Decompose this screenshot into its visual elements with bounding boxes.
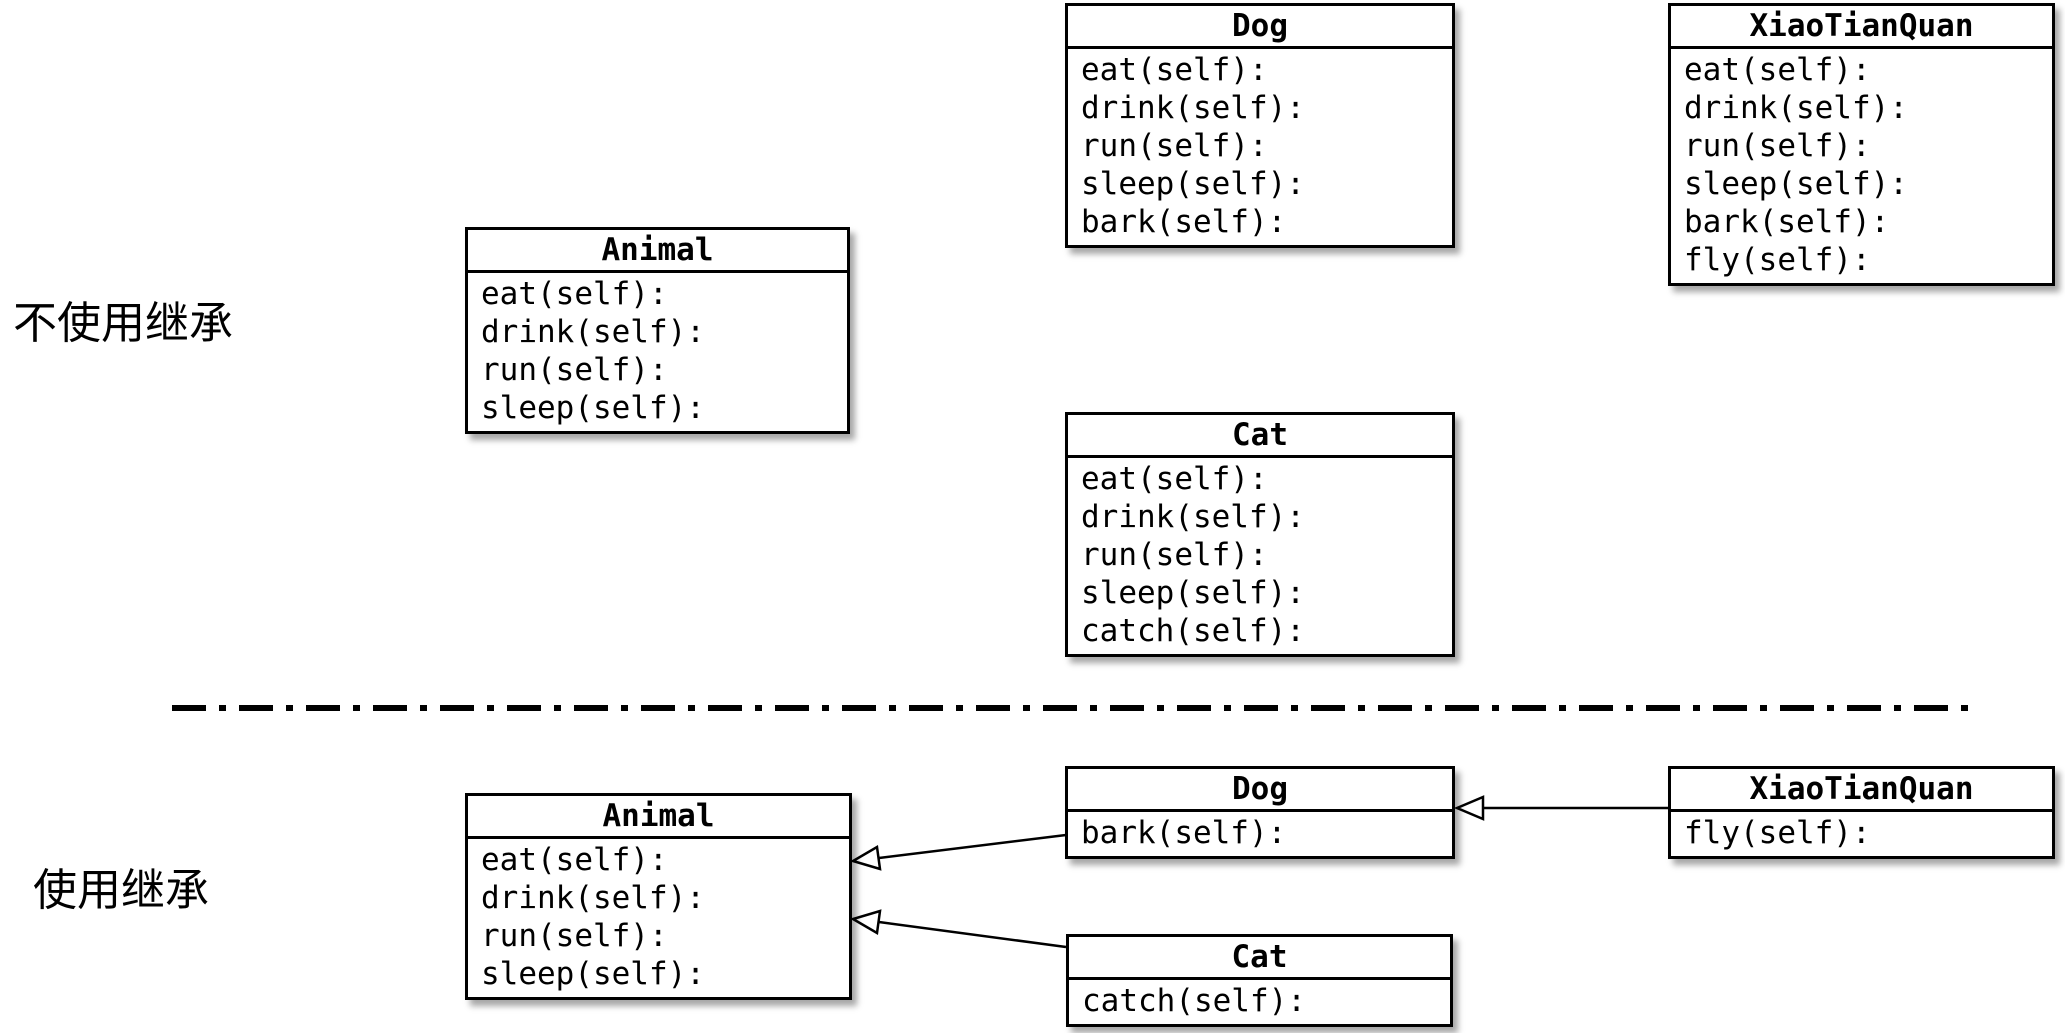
class-method: eat(self): — [481, 276, 668, 312]
class-method: eat(self): — [1081, 461, 1268, 497]
section-label-with-inheritance: 使用继承 — [33, 865, 209, 916]
class-method: fly(self): — [1684, 242, 1871, 278]
class-method: sleep(self): — [1684, 166, 1908, 202]
hollow-triangle-arrowhead-icon — [849, 909, 882, 936]
class-method: run(self): — [1684, 128, 1871, 164]
class-method: drink(self): — [1081, 90, 1305, 126]
arrow-dog-to-animal — [849, 833, 1067, 871]
class-box-bottom-xiaotianquan: XiaoTianQuan fly(self): — [1668, 766, 2055, 859]
class-title: XiaoTianQuan — [1671, 769, 2052, 812]
class-method-list: eat(self):drink(self):run(self):sleep(se… — [1068, 49, 1452, 245]
class-method: run(self): — [1081, 537, 1268, 573]
class-title: Cat — [1068, 415, 1452, 458]
arrow-xiaotianquan-to-dog — [1453, 795, 1668, 821]
class-method: eat(self): — [1081, 52, 1268, 88]
class-method: run(self): — [1081, 128, 1268, 164]
class-title: Dog — [1068, 769, 1452, 812]
hollow-triangle-arrowhead-icon — [1453, 795, 1485, 821]
class-method-list: eat(self):drink(self):run(self):sleep(se… — [1671, 49, 2052, 283]
class-method: fly(self): — [1684, 815, 1871, 851]
class-method: drink(self): — [1081, 499, 1305, 535]
hollow-triangle-arrowhead-icon — [849, 844, 882, 871]
class-title: XiaoTianQuan — [1671, 6, 2052, 49]
class-method-list: bark(self): — [1068, 812, 1452, 856]
class-method-list: eat(self):drink(self):run(self):sleep(se… — [468, 273, 847, 431]
class-method: bark(self): — [1081, 204, 1287, 240]
class-box-bottom-cat: Cat catch(self): — [1066, 934, 1453, 1027]
class-method: bark(self): — [1081, 815, 1287, 851]
class-method-list: fly(self): — [1671, 812, 2052, 856]
arrow-cat-to-animal — [849, 909, 1067, 949]
class-title: Cat — [1069, 937, 1450, 980]
class-method-list: eat(self):drink(self):run(self):sleep(se… — [1068, 458, 1452, 654]
class-method: sleep(self): — [481, 956, 705, 992]
class-box-top-xiaotianquan: XiaoTianQuan eat(self):drink(self):run(s… — [1668, 3, 2055, 286]
class-box-top-dog: Dog eat(self):drink(self):run(self):slee… — [1065, 3, 1455, 248]
class-method-list: eat(self):drink(self):run(self):sleep(se… — [468, 839, 849, 997]
class-method: sleep(self): — [481, 390, 705, 426]
class-method: drink(self): — [481, 880, 705, 916]
class-method: sleep(self): — [1081, 166, 1305, 202]
class-method: run(self): — [481, 918, 668, 954]
section-label-no-inheritance: 不使用继承 — [13, 298, 233, 349]
class-method: catch(self): — [1081, 613, 1305, 649]
class-title: Animal — [468, 796, 849, 839]
class-method: sleep(self): — [1081, 575, 1305, 611]
class-title: Animal — [468, 230, 847, 273]
class-box-bottom-animal: Animal eat(self):drink(self):run(self):s… — [465, 793, 852, 1000]
class-box-top-animal: Animal eat(self):drink(self):run(self):s… — [465, 227, 850, 434]
class-method-list: catch(self): — [1069, 980, 1450, 1024]
class-method: eat(self): — [481, 842, 668, 878]
class-method: bark(self): — [1684, 204, 1890, 240]
class-box-top-cat: Cat eat(self):drink(self):run(self):slee… — [1065, 412, 1455, 657]
class-title: Dog — [1068, 6, 1452, 49]
class-method: drink(self): — [1684, 90, 1908, 126]
class-box-bottom-dog: Dog bark(self): — [1065, 766, 1455, 859]
class-method: eat(self): — [1684, 52, 1871, 88]
class-method: drink(self): — [481, 314, 705, 350]
class-method: run(self): — [481, 352, 668, 388]
class-method: catch(self): — [1082, 983, 1306, 1019]
